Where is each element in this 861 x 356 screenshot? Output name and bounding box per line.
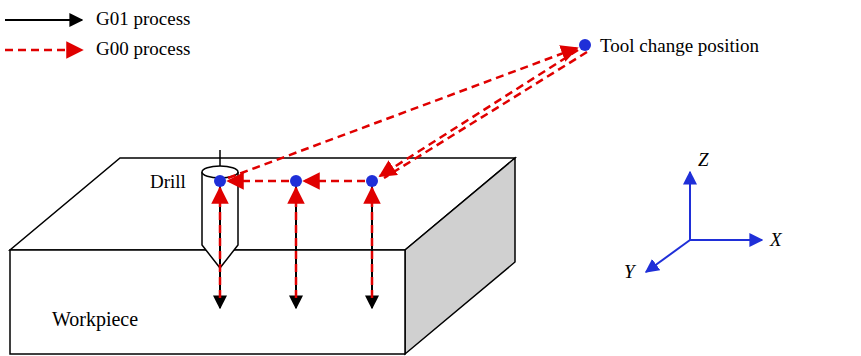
g01-feed bbox=[295, 186, 297, 308]
position-label: Tool change position bbox=[600, 36, 759, 57]
g00-move bbox=[304, 180, 365, 183]
g01-feed bbox=[219, 186, 221, 308]
g00-retract bbox=[219, 188, 222, 298]
workpiece-box: Workpiece bbox=[10, 250, 405, 354]
g00-retract bbox=[295, 188, 298, 298]
g00-approach bbox=[384, 52, 587, 178]
g01-feed bbox=[371, 186, 373, 308]
tool-change-point bbox=[579, 39, 591, 51]
legend-text: G00 process bbox=[96, 39, 190, 60]
axis-label: X bbox=[770, 230, 782, 251]
axis-label: Z bbox=[698, 150, 709, 171]
node-text: Workpiece bbox=[52, 308, 138, 330]
g00-approach bbox=[380, 50, 578, 176]
g00-return bbox=[228, 48, 577, 178]
z-axis bbox=[689, 172, 691, 240]
hole-point bbox=[290, 175, 302, 187]
legend-line-g00 bbox=[5, 49, 82, 52]
x-axis bbox=[690, 239, 762, 241]
y-axis bbox=[646, 240, 690, 272]
axis-label: Y bbox=[624, 262, 635, 283]
workpiece-side bbox=[405, 158, 515, 354]
g00-move bbox=[228, 180, 289, 183]
part-label: Drill bbox=[150, 172, 186, 193]
workpiece-front bbox=[10, 250, 405, 354]
hole-point bbox=[214, 175, 226, 187]
g00-retract bbox=[371, 188, 374, 298]
hole-point bbox=[366, 175, 378, 187]
legend-text: G01 process bbox=[96, 9, 190, 30]
legend-line-g01 bbox=[5, 19, 82, 21]
